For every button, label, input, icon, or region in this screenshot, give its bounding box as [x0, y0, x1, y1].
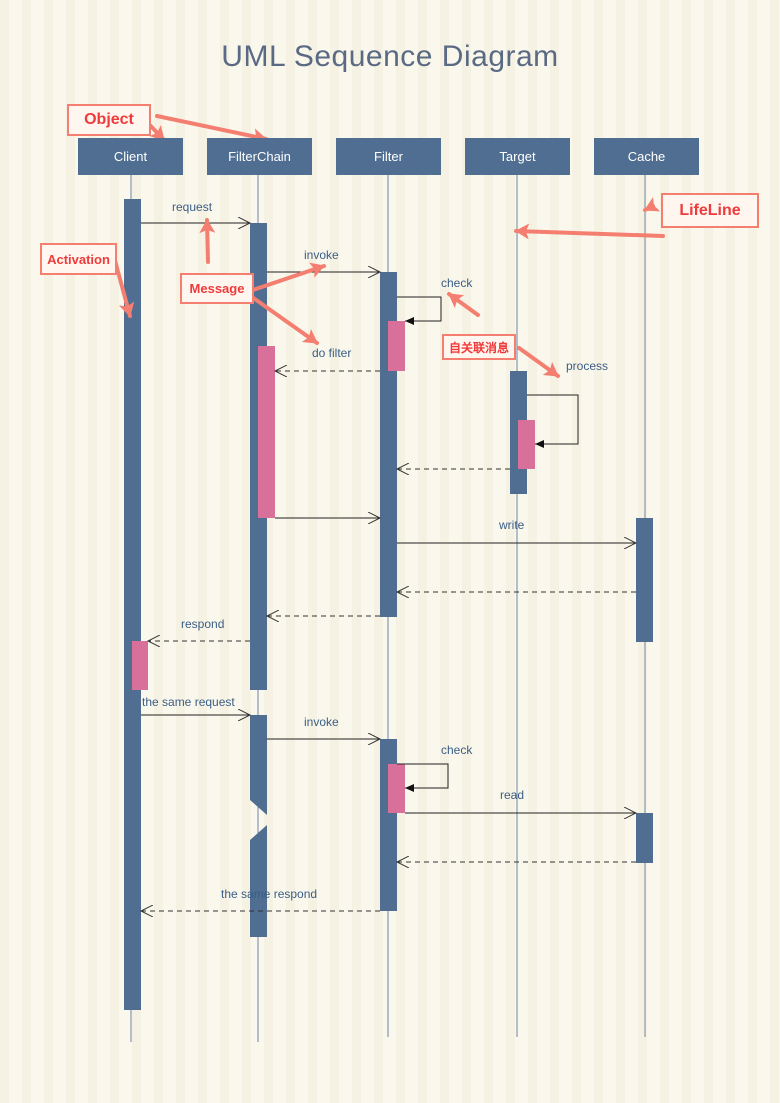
arrow-check-1 [397, 296, 442, 325]
diagram-title: UML Sequence Diagram [221, 40, 559, 73]
self-activation-filter-1 [388, 321, 405, 371]
message-label-invoke-2: invoke [304, 715, 339, 729]
arrow-check-2 [397, 763, 449, 792]
pointer-lifeline-cache [643, 197, 661, 212]
object-filter: Filter [336, 138, 441, 175]
pointer-message-request [199, 218, 216, 264]
self-activation-filterchain [258, 346, 275, 518]
callout-activation: Activation [40, 243, 117, 275]
message-label-process: process [566, 359, 608, 373]
object-cache: Cache [594, 138, 699, 175]
message-label-request: request [172, 200, 213, 214]
pointer-object-filterchain [155, 114, 268, 145]
callout-lifeline: LifeLine [661, 193, 759, 228]
message-label-check-2: check [441, 743, 473, 757]
message-label-check-1: check [441, 276, 473, 290]
self-activation-target [518, 420, 535, 469]
message-label-read: read [500, 788, 524, 802]
message-label-same-respond: the same respond [221, 887, 317, 901]
pointer-message-invoke [251, 262, 326, 292]
message-label-invoke-1: invoke [304, 248, 339, 262]
arrow-process [527, 394, 579, 448]
callout-self-message: 自关联消息 [442, 334, 516, 360]
message-label-do-filter: do filter [312, 346, 351, 360]
self-activation-client [132, 641, 148, 690]
self-activation-filter-2 [388, 764, 405, 813]
activation-cache-2 [636, 813, 653, 863]
callout-object: Object [67, 104, 151, 136]
object-target: Target [465, 138, 570, 175]
activation-filterchain-2b [250, 825, 267, 937]
object-client: Client [78, 138, 183, 175]
activation-cache-1 [636, 518, 653, 642]
object-filterchain: FilterChain [207, 138, 312, 175]
pointer-self-message-process [517, 346, 560, 378]
message-label-write: write [498, 518, 525, 532]
message-label-respond: respond [181, 617, 224, 631]
activation-filterchain-2a [250, 715, 267, 815]
message-label-same-request: the same request [142, 695, 235, 709]
activation-client [124, 199, 141, 1010]
pointer-message-do-filter [250, 295, 319, 345]
pointer-self-message-check [447, 292, 480, 317]
pointer-lifeline-target [514, 223, 665, 240]
callout-message: Message [180, 273, 254, 304]
